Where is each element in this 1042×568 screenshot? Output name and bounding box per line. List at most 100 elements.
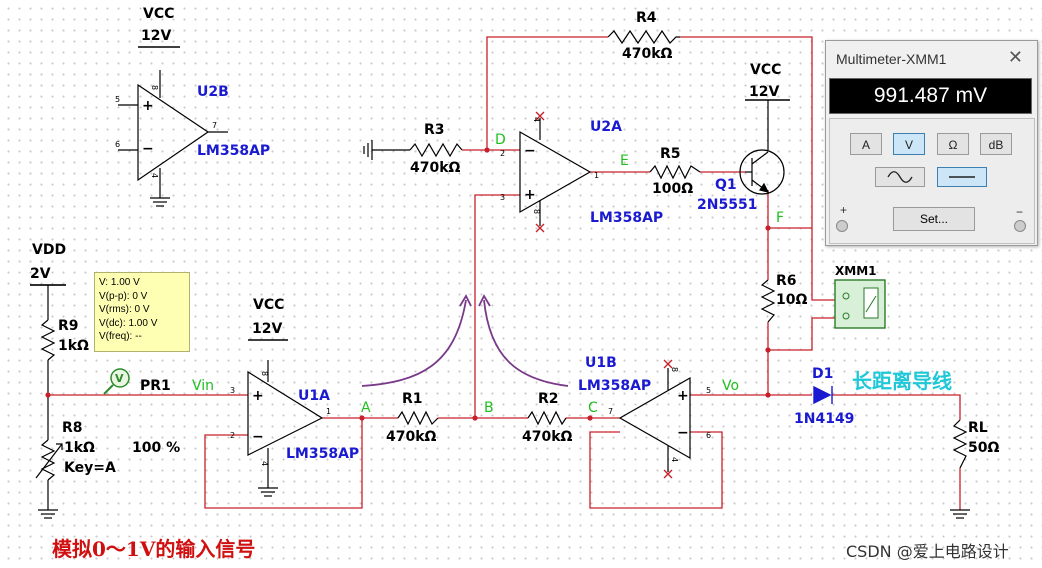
ac-mode-button[interactable]: [875, 167, 925, 187]
mode-db-button[interactable]: dB: [980, 133, 1012, 155]
u2a-pin-label: 4: [532, 117, 541, 122]
u1b-ref-label: U1B: [585, 355, 617, 371]
plus-terminal-label: +: [840, 203, 848, 217]
tooltip-line: V(rms): 0 V: [99, 304, 150, 315]
multimeter-window[interactable]: Multimeter-XMM1 ✕ 991.487 mV A V Ω dB Se…: [825, 40, 1038, 246]
probe-pr1-icon[interactable]: V: [103, 368, 130, 395]
u1a-ref-label: U1A: [298, 388, 330, 404]
opamp-u1b[interactable]: [618, 368, 691, 472]
mode-ohms-button[interactable]: Ω: [937, 133, 969, 155]
tooltip-line: V(freq): --: [99, 331, 142, 342]
long-line-annotation: 长距离导线: [852, 369, 952, 393]
resistor-r6-symbol[interactable]: [760, 279, 776, 323]
u2a-pin-label: 8: [532, 209, 541, 214]
r5-value-label: 100Ω: [652, 181, 693, 197]
q1-ref-label: Q1: [715, 177, 737, 193]
r9-value-label: 1kΩ: [58, 338, 89, 354]
u1b-pin-label: 6: [706, 431, 711, 440]
tooltip-line: V(dc): 1.00 V: [99, 317, 158, 329]
u2b-pin-label: 4: [150, 173, 159, 178]
watermark-text: CSDN @爱上电路设计: [846, 542, 1009, 561]
u2b-pin-label: 8: [150, 85, 159, 90]
u2b-part-label: LM358AP: [197, 143, 270, 159]
resistor-rl-symbol[interactable]: [952, 419, 968, 469]
ground-u2b: [150, 197, 170, 207]
rl-ref-label: RL: [968, 420, 988, 436]
resistor-r5-symbol[interactable]: [649, 164, 701, 180]
annotation-arrows: [361, 294, 569, 387]
ground-rl: [950, 509, 970, 519]
r1-ref-label: R1: [402, 391, 423, 407]
wires: [48, 36, 961, 510]
q1-vcc-label: VCC: [750, 62, 781, 78]
resistor-r1-symbol[interactable]: [397, 410, 439, 426]
u2b-minus-sign: −: [142, 141, 154, 157]
r8-percent-label: 100 %: [132, 440, 180, 456]
u1b-minus-sign: −: [677, 425, 689, 441]
u2a-part-label: LM358AP: [590, 210, 663, 226]
mode-volts-button[interactable]: V: [893, 133, 925, 155]
potentiometer-arrow: [35, 443, 63, 479]
r6-value-label: 10Ω: [776, 292, 807, 308]
u1a-pin-label: 3: [230, 386, 235, 395]
r2-ref-label: R2: [538, 391, 559, 407]
plus-terminal[interactable]: [836, 220, 848, 232]
set-button[interactable]: Set...: [893, 207, 975, 231]
diode-d1-symbol[interactable]: [813, 385, 833, 405]
ground-r8: [38, 509, 58, 519]
r3-ref-label: R3: [424, 122, 445, 138]
u1b-pin-label: 4: [670, 457, 679, 462]
minus-terminal-label: −: [1016, 205, 1024, 219]
q1-part-label: 2N5551: [697, 197, 757, 213]
no-connect-marks: [535, 111, 673, 479]
u2a-minus-sign: −: [524, 143, 536, 159]
u2a-pin-label: 3: [500, 193, 505, 202]
u2a-pin-label: 2: [500, 149, 505, 158]
q1-vcc-value: 12V: [749, 84, 779, 100]
u1a-plus-sign: +: [252, 388, 264, 404]
mode-amps-button[interactable]: A: [850, 133, 882, 155]
u1a-pin-label: 2: [230, 431, 235, 440]
opamp-u2b[interactable]: [118, 83, 228, 182]
u2b-pin-label: 6: [115, 140, 120, 149]
r4-ref-label: R4: [636, 10, 657, 26]
resistor-r9-symbol[interactable]: [40, 319, 56, 361]
resistor-r2-symbol[interactable]: [527, 410, 567, 426]
input-signal-annotation: 模拟0～1V的输入信号: [52, 537, 255, 561]
probe-tooltip: V: 1.00 V V(p-p): 0 V V(rms): 0 V V(dc):…: [94, 272, 190, 352]
node-vin-label: Vin: [192, 378, 214, 394]
u1a-pin-label: 8: [260, 371, 269, 376]
u1a-pin-label: 1: [326, 407, 331, 416]
node-a-label: A: [361, 400, 371, 416]
u1a-part-label: LM358AP: [286, 446, 359, 462]
svg-text:V: V: [115, 372, 124, 385]
opamp-u2a[interactable]: [519, 118, 592, 226]
vdd-label: VDD: [32, 242, 66, 258]
close-icon[interactable]: ✕: [1007, 47, 1023, 67]
tooltip-line: V(p-p): 0 V: [99, 290, 148, 302]
resistor-r4-symbol[interactable]: [607, 29, 680, 45]
junction-dots: [45, 147, 771, 421]
resistor-r3-symbol[interactable]: [409, 142, 463, 158]
multimeter-xmm1-symbol[interactable]: [834, 279, 886, 329]
multimeter-reading-display: 991.487 mV: [829, 78, 1032, 114]
vdd-value: 2V: [30, 266, 51, 282]
xmm1-ref-label: XMM1: [835, 264, 876, 278]
resistor-r8-symbol[interactable]: [40, 439, 56, 481]
u1a-vcc-value: 12V: [252, 321, 282, 337]
u1a-minus-sign: −: [252, 429, 264, 445]
r3-value-label: 470kΩ: [410, 160, 461, 176]
dc-line-icon: [949, 176, 975, 178]
r1-value-label: 470kΩ: [386, 429, 437, 445]
u1b-plus-sign: +: [677, 388, 689, 404]
multimeter-title: Multimeter-XMM1: [836, 51, 947, 67]
dc-mode-button[interactable]: [937, 167, 987, 187]
u1a-pin-label: 4: [260, 461, 269, 466]
minus-terminal[interactable]: [1014, 220, 1026, 232]
u2a-plus-sign: +: [524, 187, 536, 203]
u2a-ref-label: U2A: [590, 119, 622, 135]
node-b-label: B: [484, 400, 494, 416]
opamp-u1a[interactable]: [247, 370, 324, 468]
transistor-q1-symbol[interactable]: [739, 149, 785, 195]
